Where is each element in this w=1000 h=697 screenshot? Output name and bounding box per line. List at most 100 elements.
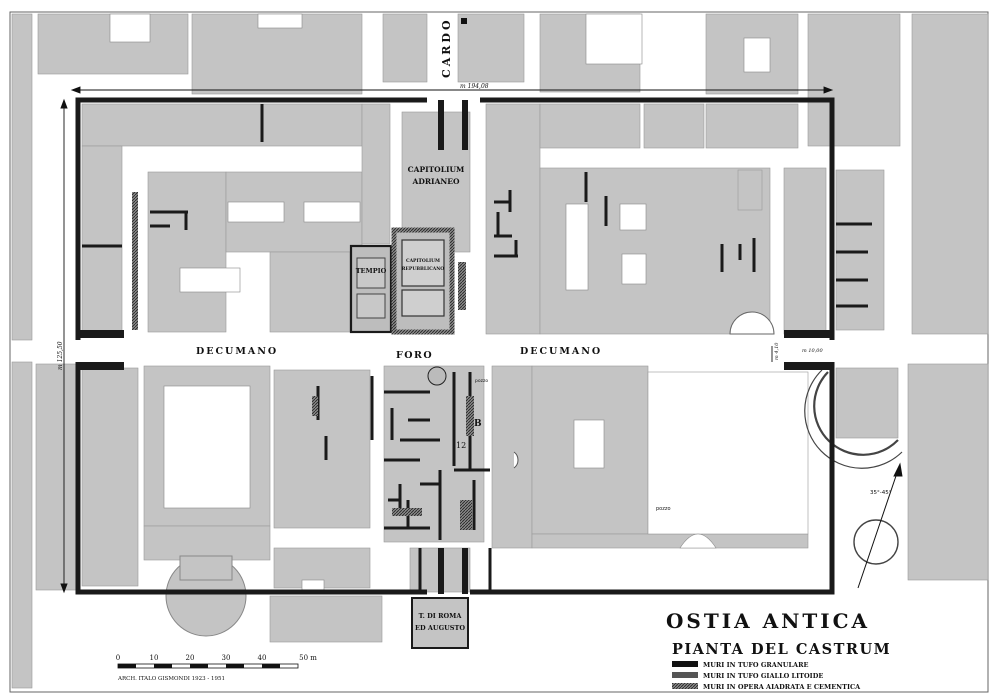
label-decumano-west: DECUMANO xyxy=(196,346,278,357)
wall-sw xyxy=(75,362,427,595)
plan-frame xyxy=(9,11,989,693)
gate-n-w xyxy=(438,100,444,150)
north-arrow-head xyxy=(893,462,903,477)
court-4 xyxy=(743,37,771,73)
legend-swatch-gray xyxy=(672,672,698,678)
round-structures xyxy=(165,311,903,637)
scale-seg-5 xyxy=(262,664,280,668)
label-decumano-east: DECUMANO xyxy=(520,346,602,357)
tempio-cella xyxy=(356,257,386,289)
arc-se-outer xyxy=(813,371,899,456)
legend-swatch-solid xyxy=(672,661,698,667)
block-far-se xyxy=(907,363,989,581)
block-se-circle xyxy=(835,367,899,439)
label-pozzo-center: pozzo xyxy=(475,379,488,384)
frag-14 xyxy=(418,548,492,592)
gate-w-s xyxy=(78,362,124,370)
label-capitolium-rep-1: CAPITOLIUM xyxy=(406,258,440,264)
cardo-marker xyxy=(461,18,467,24)
gate-w-n xyxy=(78,330,124,338)
dimension-lines xyxy=(60,86,903,594)
frag-9 xyxy=(370,376,440,442)
block-castrum-sw-3 xyxy=(143,525,271,561)
hatch-5 xyxy=(392,508,422,516)
block-castrum-ne-2 xyxy=(539,103,641,149)
scale-tick-40: 40 xyxy=(258,654,267,662)
rotunda-porch xyxy=(179,555,233,581)
court-12 xyxy=(573,419,605,469)
court-14 xyxy=(679,533,717,549)
block-castrum-ne-4 xyxy=(705,103,799,149)
court-8 xyxy=(565,203,589,291)
block-castrum-se-3 xyxy=(531,533,809,549)
scale-tick-0: 0 xyxy=(116,654,120,662)
block-castrum-ne-3 xyxy=(643,103,705,149)
scale-bar: 0 10 20 30 40 50 m ARCH. ITALO GISMONDI … xyxy=(116,654,317,682)
block-sw-outer xyxy=(35,363,77,591)
block-castrum-se-court xyxy=(647,371,809,535)
court-3 xyxy=(585,13,643,65)
label-tempio: TEMPIO xyxy=(356,267,387,275)
north-arrow-line xyxy=(857,469,899,589)
court-5 xyxy=(227,201,285,223)
scale-seg-1 xyxy=(118,664,136,668)
scale-seg-4 xyxy=(226,664,244,668)
block-castrum-nw-3 xyxy=(269,251,351,333)
label-dim-height: m 125,50 xyxy=(57,341,64,370)
block-castrum-w-strip xyxy=(81,145,123,337)
courtyards xyxy=(109,13,771,595)
title-block: OSTIA ANTICA PIANTA DEL CASTRUM xyxy=(666,609,891,658)
scale-seg-3 xyxy=(190,664,208,668)
block-castrum-se-1 xyxy=(491,365,533,549)
label-dim-width: m 194,08 xyxy=(460,83,489,90)
legend-label-3: MURI IN OPERA AIADRATA E CEMENTICA xyxy=(703,683,861,691)
block-castrum-nw-4 xyxy=(361,103,391,245)
label-dim-gate-right: m 10,00 xyxy=(802,348,823,354)
wall-se xyxy=(470,362,835,595)
map-labels: CARDO DECUMANO DECUMANO FORO CAPITOLIUM … xyxy=(57,17,892,632)
arc-se-inner xyxy=(804,369,903,469)
block-far-sw xyxy=(11,361,33,689)
castrum-wall xyxy=(75,97,835,595)
exedra-se xyxy=(513,451,519,469)
tempio-roma-box xyxy=(411,597,469,649)
frag-5 xyxy=(494,240,518,258)
label-twelve: 12 xyxy=(456,441,466,450)
label-foro: FORO xyxy=(396,350,433,361)
legend-label-1: MURI IN TUFO GRANULARE xyxy=(703,661,808,669)
legend: MURI IN TUFO GRANULARE MURI IN TUFO GIAL… xyxy=(672,661,861,691)
capitolium-rep-pronaos xyxy=(401,289,445,317)
dim-height-arrow-b xyxy=(60,583,68,594)
wall-nw xyxy=(75,97,427,340)
hatch-6 xyxy=(460,500,472,530)
block-far-east xyxy=(911,13,989,335)
court-9 xyxy=(619,203,647,231)
block-n-cardo-e xyxy=(457,13,525,83)
gate-towers xyxy=(78,100,834,594)
frag-6 xyxy=(584,172,608,226)
gate-s-w xyxy=(438,548,444,594)
city-blocks xyxy=(11,13,989,689)
court-6 xyxy=(303,201,361,223)
compass-circle xyxy=(853,519,899,565)
label-tempio-roma-1: T. DI ROMA xyxy=(419,612,463,620)
gate-e-s xyxy=(784,362,834,370)
label-dim-gate-left: m 4,10 xyxy=(774,342,780,360)
title-sub: PIANTA DEL CASTRUM xyxy=(672,641,891,658)
hatch-2 xyxy=(458,262,466,310)
capitolium-rep-cella xyxy=(401,239,445,287)
block-castrum-ne-7 xyxy=(783,167,827,335)
dim-height-arrow-t xyxy=(60,98,68,109)
legend-label-2: MURI IN TUFO GIALLO LITOIDE xyxy=(703,672,823,680)
court-10 xyxy=(621,253,647,285)
capitolium-repubblicano-building xyxy=(391,227,455,335)
block-castrum-sw-strip xyxy=(81,367,139,587)
apse-ne xyxy=(729,311,775,335)
scale-seg-2 xyxy=(154,664,172,668)
label-capitolium-rep-2: REPUBBLICANO xyxy=(402,266,445,272)
court-7 xyxy=(179,267,241,293)
block-castrum-nw-top xyxy=(81,103,363,147)
block-n-cardo-w xyxy=(382,13,428,83)
capitolium-adrianeo-box xyxy=(406,156,466,192)
